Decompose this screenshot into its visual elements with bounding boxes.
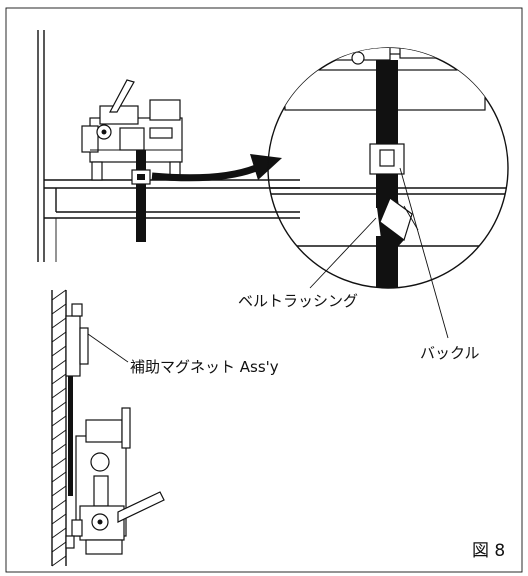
curved-arrow-icon xyxy=(151,154,282,182)
label-aux-magnet: 補助マグネット Ass'y xyxy=(130,358,279,376)
label-buckle: バックル xyxy=(420,344,480,362)
leader-belt-lashing xyxy=(309,217,377,289)
bottom-wall-mount-view xyxy=(51,289,165,567)
top-machine-view xyxy=(37,30,300,262)
figure-number: 図 8 xyxy=(472,541,505,561)
leader-buckle xyxy=(399,167,449,339)
detail-magnified-view xyxy=(267,47,509,289)
leader-aux-magnet xyxy=(87,333,129,363)
label-belt-lashing: ベルトラッシング xyxy=(238,292,358,310)
figure-border xyxy=(5,7,523,573)
